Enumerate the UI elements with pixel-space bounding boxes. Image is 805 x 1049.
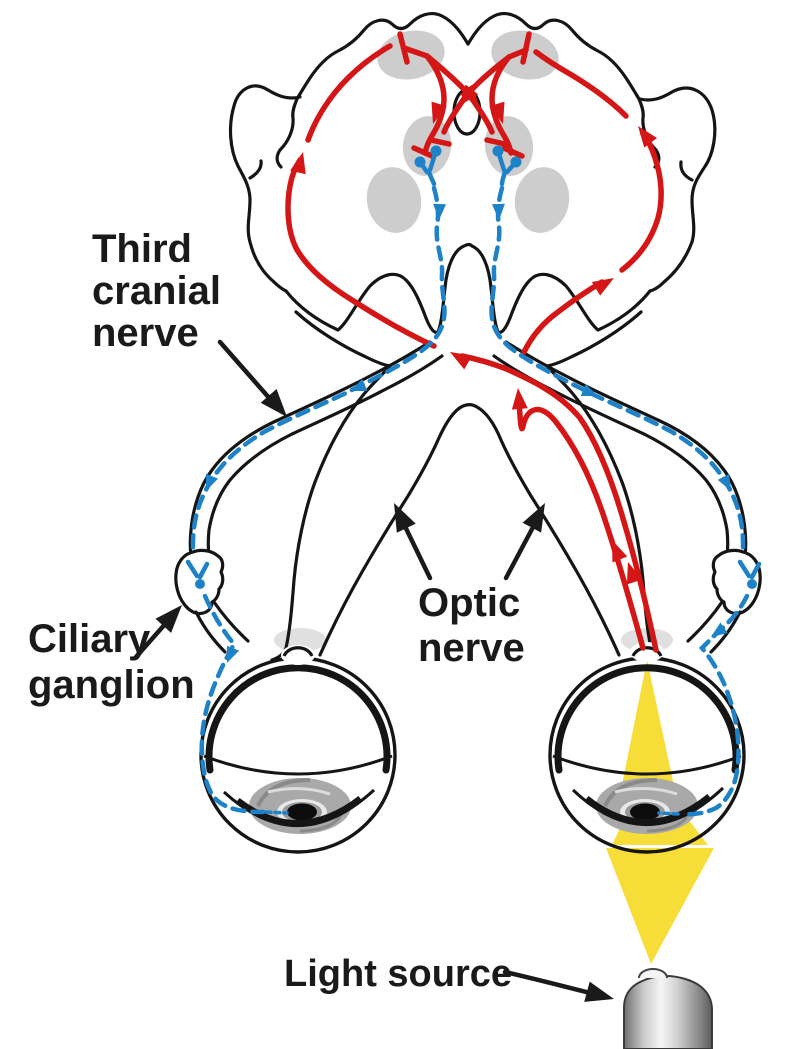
iris-swirl-left-1: [256, 778, 311, 807]
eye-right: [548, 642, 746, 854]
pretectal-stem-right: [506, 47, 529, 60]
label-arrow-light-source: [502, 969, 601, 998]
ganglion-eye-nerve-left-a: [194, 610, 227, 654]
label-arrows: [133, 339, 617, 1010]
label-ciliary-ganglion-line1: Ciliary: [28, 617, 151, 661]
branch-right-ipsilateral: [489, 54, 514, 156]
afferent-right-nerve-inner: [516, 397, 646, 651]
afferent-left-tract: [285, 157, 437, 349]
midbrain-nucleus-right: [514, 167, 570, 233]
cornea-arc-left-outer: [222, 788, 376, 827]
afferent-right-tract: [521, 279, 605, 355]
efferent-pathway-blue: [185, 145, 762, 817]
cornea-arc-right-inner: [585, 794, 711, 824]
third-cranial-nerve-outline-left-b: [206, 354, 444, 558]
midbrain-left-lobe-curl: [248, 159, 263, 180]
efferent-right-postganglionic: [679, 593, 750, 817]
branch-right-crossed-T: [428, 137, 452, 147]
third-cranial-nerve-outline-right-a: [504, 340, 748, 558]
light-beam-inner-cone: [620, 660, 676, 795]
midbrain-nucleus-left: [366, 167, 422, 233]
label-ciliary-ganglion-line2: ganglion: [28, 663, 195, 707]
branch-left-ipsilateral: [422, 53, 447, 156]
pretectal-nucleus-left: [377, 30, 445, 80]
efferent-left-iris-twigs: [264, 810, 289, 815]
label-third-cranial-nerve-line2: cranial: [92, 269, 221, 313]
labels: Third cranial nerve Ciliary ganglion Opt…: [28, 227, 525, 995]
midbrain-outline-right: [466, 11, 661, 169]
efferent-left-postganglionic: [199, 593, 266, 815]
ganglion-eye-nerve-right-b: [686, 600, 724, 643]
label-optic-nerve-line1: Optic: [418, 581, 520, 625]
retina-cup-left: [205, 664, 391, 774]
pupil-left: [287, 803, 317, 821]
iris-highlight-left: [267, 787, 331, 796]
midbrain-left-lobe: [228, 84, 302, 293]
afferent-pathway-red: [285, 31, 664, 653]
ew-cell-stems: [185, 148, 762, 580]
lens-line-left: [203, 754, 393, 776]
afferent-right-tract-up: [619, 131, 664, 273]
retina-cup-right: [554, 664, 740, 774]
iris-highlight-right: [614, 787, 678, 796]
efferent-left-preganglionic: [190, 185, 447, 555]
cornea-arc-right-outer: [571, 786, 725, 826]
third-cranial-nerve-outline-left-a: [188, 340, 432, 558]
optic-disc-bump-left: [282, 646, 314, 657]
afferent-right-tract-top: [533, 49, 629, 119]
ganglion-cell-right: [747, 579, 757, 589]
pretectal-stem-left: [401, 45, 430, 59]
label-third-cranial-nerve-line3: nerve: [92, 311, 199, 355]
optic-disc-bump-right: [631, 646, 663, 657]
afferent-left-tract-top: [305, 43, 393, 143]
anatomy-outlines: [174, 11, 762, 662]
flashlight-body: [623, 974, 713, 1049]
midbrain-right-lobe-curl: [679, 160, 694, 182]
midbrain-outline-left: [275, 11, 470, 169]
light-source-flashlight: [623, 968, 713, 1049]
label-third-cranial-nerve-line1: Third: [92, 227, 192, 271]
label-light-source: Light source: [284, 953, 512, 995]
midbrain-right-lobe: [638, 86, 717, 293]
ew-cell-bodies: [195, 145, 757, 589]
eye-left: [199, 645, 397, 854]
label-optic-nerve-line2: nerve: [418, 626, 525, 670]
branch-left-crossed-T: [484, 137, 508, 147]
branch-right-ipsilateral-T: [501, 145, 525, 159]
midbrain-bottom-contour: [284, 242, 652, 334]
iris-swirl-right-1: [603, 778, 658, 807]
ganglion-eye-nerve-left-b: [212, 600, 250, 643]
cornea-arc-left-inner: [236, 796, 362, 825]
optic-tract-nerve-outline-right: [545, 310, 667, 662]
light-beam-outer: [606, 848, 714, 964]
pupil-right: [630, 803, 660, 821]
efferent-right-preganglionic: [489, 185, 746, 555]
flashlight-lens: [638, 968, 668, 979]
optic-tract-nerve-outline-left: [270, 310, 392, 662]
ganglion-cell-left: [195, 579, 205, 589]
efferent-right-iris-twigs: [657, 811, 680, 816]
optic-chiasm-outline: [318, 403, 621, 657]
label-arrowheads: [155, 388, 617, 1010]
branch-left-ipsilateral-T: [411, 145, 435, 159]
lens-line-right: [552, 754, 742, 776]
